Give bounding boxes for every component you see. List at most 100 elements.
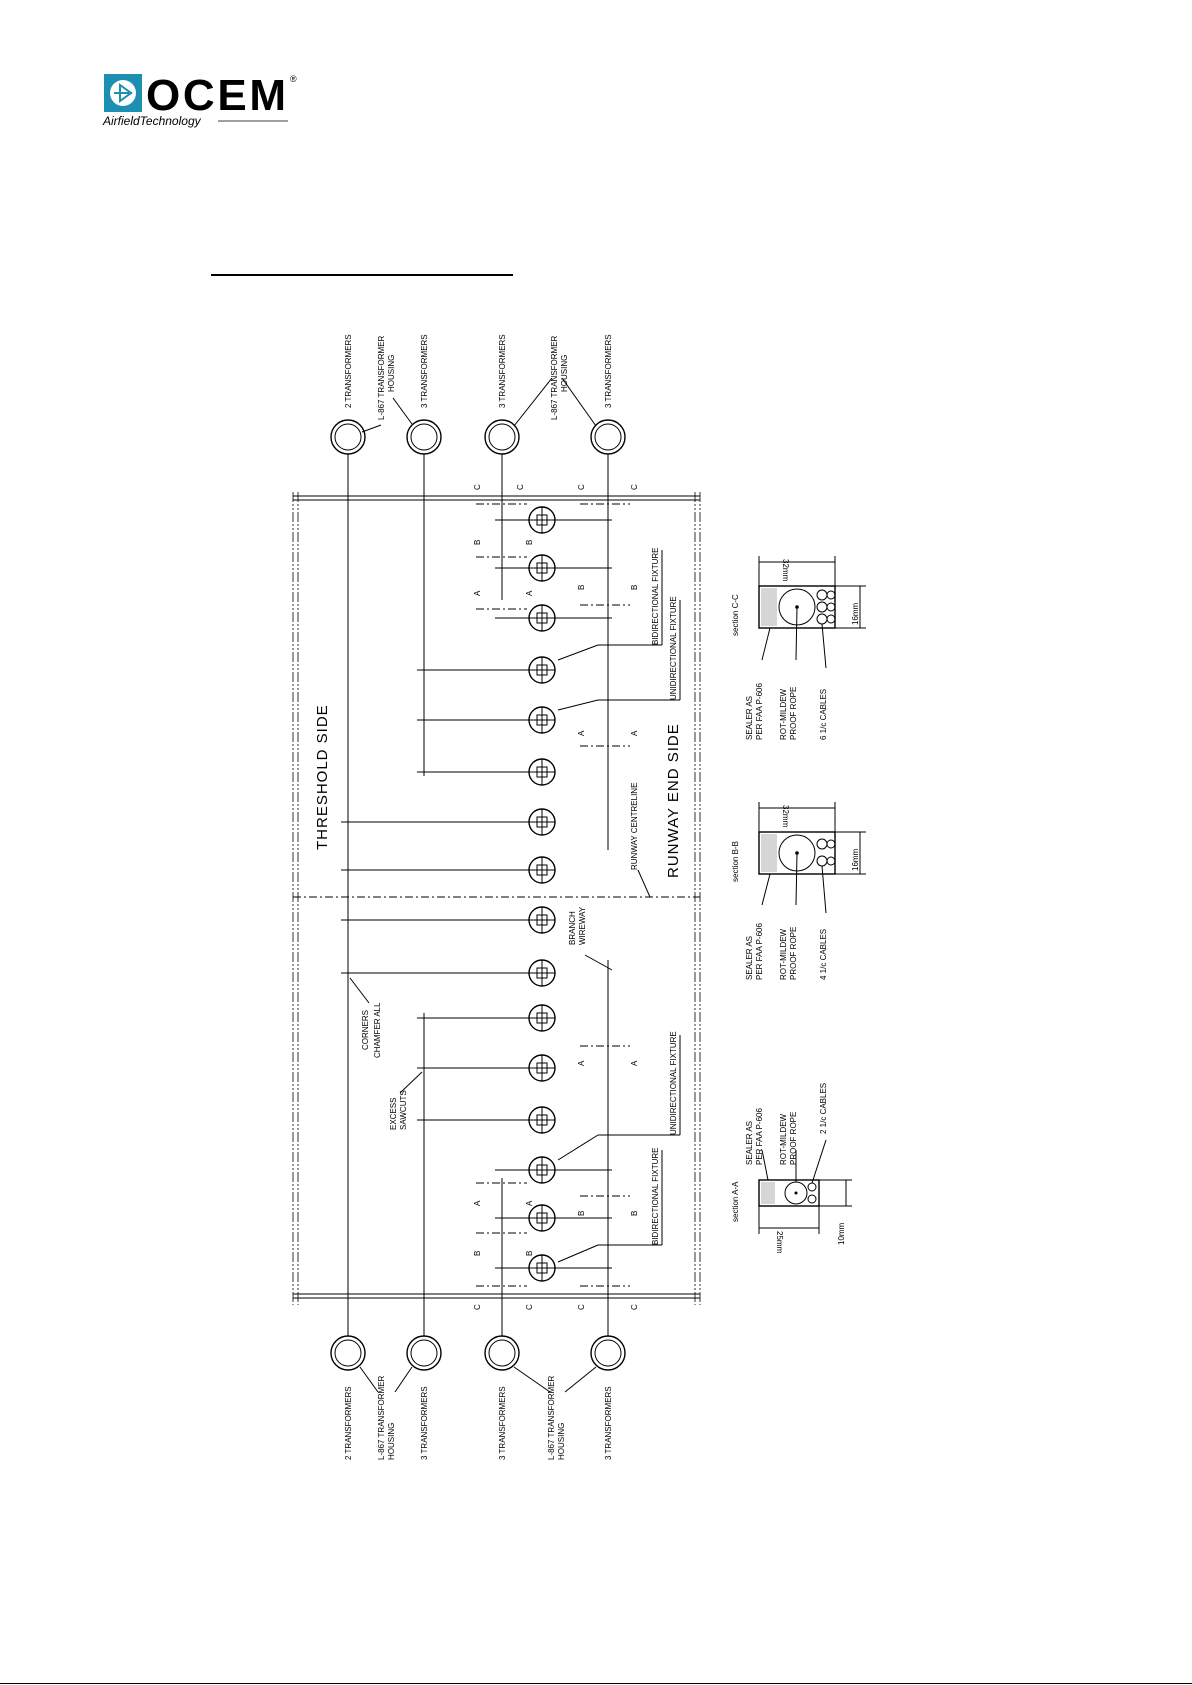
section-height-dim: 16mm [851, 848, 860, 871]
section-b-b: section B-B 32mm 16mm SEALER AS PER FAA … [731, 802, 866, 980]
section-marker-a: A [577, 1060, 586, 1066]
housing-label: HOUSING [560, 355, 569, 392]
corners-label: CHAMFER ALL [373, 1002, 382, 1058]
section-width-dim: 32mm [781, 559, 790, 582]
page-bottom-rule [0, 1683, 1192, 1684]
section-marker-c: C [473, 1304, 482, 1310]
light-fixtures [528, 506, 556, 1282]
section-marker-a: A [630, 730, 639, 736]
fixture-callouts: BIDIRECTIONAL FIXTURE UNIDIRECTIONAL FIX… [349, 548, 681, 1263]
housing-label: HOUSING [387, 1423, 396, 1460]
housing-label: L-867 TRANSFORMER [377, 335, 386, 420]
branch-wireways [341, 519, 612, 1269]
threshold-side-label: THRESHOLD SIDE [314, 704, 331, 850]
light-fixture-icon [528, 1004, 556, 1032]
bottom-transformer-housings [330, 1335, 626, 1371]
section-width-dim: 32mm [781, 805, 790, 828]
light-fixture-icon [528, 856, 556, 884]
sawcut-boundary [292, 492, 701, 1305]
rope-label: PROOF ROPE [789, 687, 798, 740]
section-marker-b: B [525, 1251, 534, 1256]
section-title: section C-C [731, 594, 740, 636]
section-marker-c: C [630, 1304, 639, 1310]
top-transformer-housings [330, 419, 626, 455]
transformer-count-label: 3 TRANSFORMERS [498, 1386, 507, 1460]
section-markers: C C C C B B A A B B A A A A A A B B B B … [473, 484, 639, 1310]
transformer-housing-icon [484, 1335, 520, 1371]
transformer-count-label: 2 TRANSFORMERS [344, 334, 353, 408]
transformer-housing-icon [590, 1335, 626, 1371]
runway-end-side-label: RUNWAY END SIDE [665, 723, 682, 878]
transformer-count-label: 3 TRANSFORMERS [604, 334, 613, 408]
light-fixture-icon [528, 959, 556, 987]
transformer-count-label: 2 TRANSFORMERS [344, 1386, 353, 1460]
ocem-logo: OCEM ® AirfieldTechnology [102, 71, 297, 128]
excess-sawcuts-label: EXCESS [389, 1098, 398, 1130]
transformer-housing-icon [406, 419, 442, 455]
branch-wireway-label: BRANCH [568, 911, 577, 945]
transformer-housing-icon [406, 1335, 442, 1371]
light-fixture-icon [528, 1106, 556, 1134]
wireways [347, 454, 609, 1336]
light-fixture-icon [528, 1254, 556, 1282]
section-marker-b: B [630, 585, 639, 590]
section-marker-b: B [473, 1251, 482, 1256]
section-marker-c: C [516, 484, 525, 490]
title-underline [211, 274, 513, 276]
section-marker-a: A [525, 1200, 534, 1206]
logo-tagline: AirfieldTechnology [102, 114, 202, 128]
unidirectional-fixture-label: UNIDIRECTIONAL FIXTURE [669, 1031, 678, 1135]
section-marker-a: A [577, 730, 586, 736]
transformer-count-label: 3 TRANSFORMERS [498, 334, 507, 408]
section-marker-c: C [473, 484, 482, 490]
section-marker-b: B [577, 1211, 586, 1216]
section-c-c: section C-C 32mm 16mm SEALER AS PER FAA … [731, 556, 866, 740]
housing-label: L-867 TRANSFORMER [550, 335, 559, 420]
sealer-label: PER FAA P-606 [755, 1108, 764, 1165]
transformer-housing-icon [330, 1335, 366, 1371]
section-width-dim: 25mm [775, 1231, 784, 1254]
section-marker-a: A [473, 1200, 482, 1206]
housing-label: HOUSING [557, 1423, 566, 1460]
section-marker-c: C [577, 1304, 586, 1310]
light-fixture-icon [528, 1204, 556, 1232]
light-fixture-icon [528, 906, 556, 934]
light-fixture-icon [528, 706, 556, 734]
section-marker-b: B [630, 1211, 639, 1216]
section-marker-b: B [525, 540, 534, 545]
cables-label: 2 1/c CABLES [819, 1083, 828, 1134]
sealer-label: SEALER AS [745, 936, 754, 980]
logo-reg-mark: ® [290, 74, 297, 84]
light-fixture-icon [528, 554, 556, 582]
unidirectional-fixture-label: UNIDIRECTIONAL FIXTURE [669, 596, 678, 700]
transformer-housing-icon [484, 419, 520, 455]
transformer-count-label: 3 TRANSFORMERS [604, 1386, 613, 1460]
section-a-a: section A-A 25mm 10mm SEALER AS PER FAA … [731, 1083, 852, 1254]
section-cut-marks [476, 503, 630, 1287]
section-marker-b: B [473, 540, 482, 545]
light-fixture-icon [528, 1156, 556, 1184]
rope-label: ROT-MILDEW [779, 1113, 788, 1165]
section-marker-a: A [525, 590, 534, 596]
rope-label: PROOF ROPE [789, 927, 798, 980]
section-marker-c: C [630, 484, 639, 490]
section-marker-c: C [525, 1304, 534, 1310]
light-fixture-icon [528, 656, 556, 684]
transformer-housing-icon [590, 419, 626, 455]
section-title: section B-B [731, 841, 740, 882]
transformer-count-label: 3 TRANSFORMERS [420, 1386, 429, 1460]
section-height-dim: 10mm [837, 1222, 846, 1245]
rope-label: PROOF ROPE [789, 1112, 798, 1165]
sealer-label: PER FAA P-606 [755, 923, 764, 980]
light-fixture-icon [528, 506, 556, 534]
section-height-dim: 16mm [851, 602, 860, 625]
rope-label: ROT-MILDEW [779, 688, 788, 740]
housing-label: HOUSING [387, 355, 396, 392]
housing-label: L-867 TRANSFORMER [547, 1375, 556, 1460]
transformer-housing-icon [330, 419, 366, 455]
light-fixture-icon [528, 1054, 556, 1082]
light-fixture-icon [528, 808, 556, 836]
branch-wireway-label: WIREWAY [578, 906, 587, 945]
cables-label: 4 1/c CABLES [819, 929, 828, 980]
cables-label: 6 1/c CABLES [819, 689, 828, 740]
